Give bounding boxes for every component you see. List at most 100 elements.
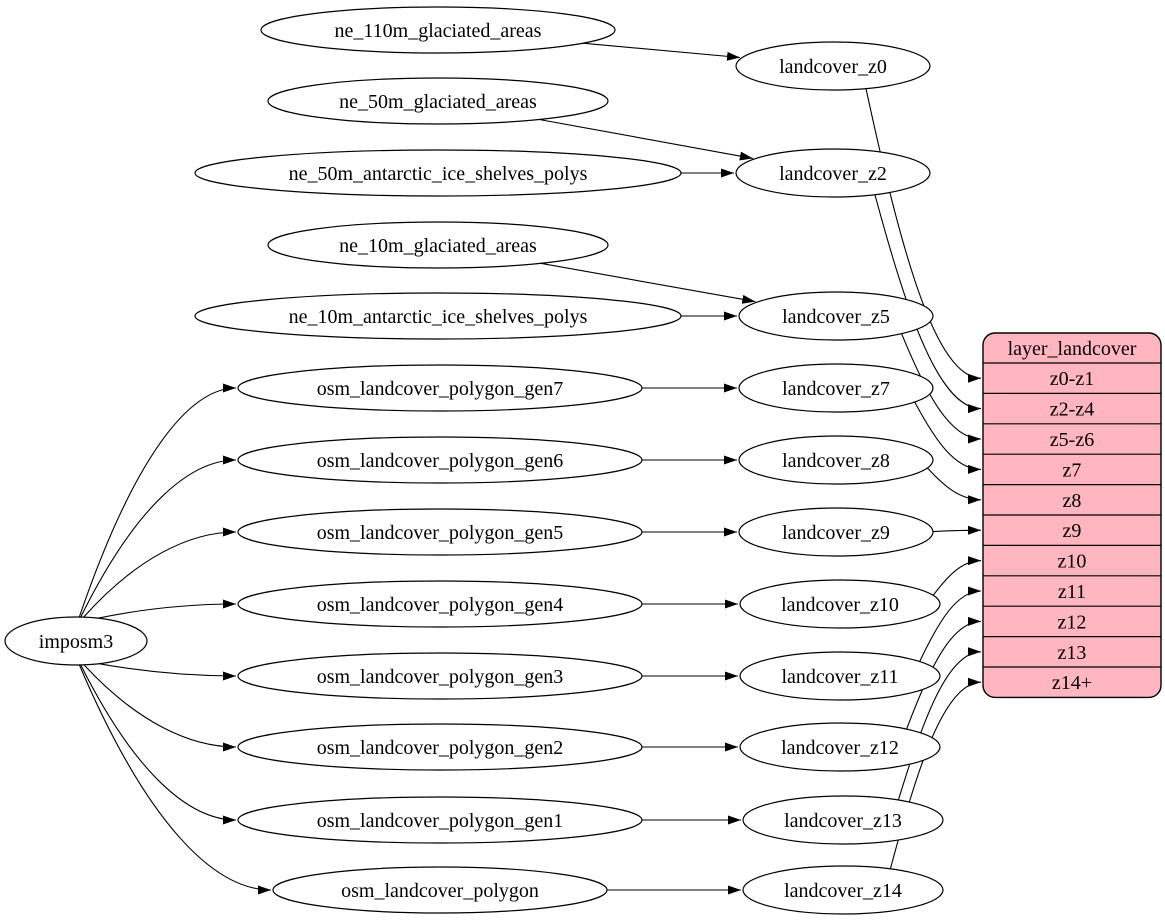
node-landcover_z5-shape: [738, 291, 934, 341]
node-ne_50m_antarctic_ice_shelves_polys-label: ne_50m_antarctic_ice_shelves_polys: [289, 163, 588, 185]
node-landcover_z7-shape: [738, 363, 934, 413]
node-osm_landcover_polygon_gen1-label: osm_landcover_polygon_gen1: [317, 810, 564, 832]
node-ne_10m_antarctic_ice_shelves_polys-label: ne_10m_antarctic_ice_shelves_polys: [289, 306, 588, 328]
node-osm_landcover_polygon_gen2: osm_landcover_polygon_gen2: [237, 723, 643, 771]
node-landcover_z13-label: landcover_z13: [784, 810, 902, 832]
node-ne_50m_glaciated_areas-label: ne_50m_glaciated_areas: [339, 91, 537, 113]
node-landcover_z12-shape: [739, 722, 941, 772]
edge-landcover_z10-to-layer_landcover-z10: [932, 556, 982, 596]
node-osm_landcover_polygon_gen6-shape: [237, 436, 643, 484]
node-imposm3-shape: [4, 616, 148, 666]
edge-imposm3-to-osm_landcover_polygon_gen7: [78, 383, 237, 618]
node-landcover_z8-shape: [738, 435, 934, 485]
edge-imposm3-to-osm_landcover_polygon: [78, 664, 272, 895]
node-osm_landcover_polygon_gen3: osm_landcover_polygon_gen3: [237, 652, 643, 700]
node-osm_landcover_polygon_gen5: osm_landcover_polygon_gen5: [237, 508, 643, 556]
node-osm_landcover_polygon: osm_landcover_polygon: [272, 866, 608, 914]
table-row-z13-label: z13: [1058, 642, 1087, 664]
edge-imposm3-to-osm_landcover_polygon_gen6: [80, 455, 237, 618]
node-ne_50m_glaciated_areas: ne_50m_glaciated_areas: [267, 77, 609, 125]
table-row-z14+-label: z14+: [1052, 672, 1092, 694]
node-ne_50m_glaciated_areas-shape: [267, 77, 609, 125]
node-osm_landcover_polygon_gen7: osm_landcover_polygon_gen7: [237, 364, 643, 412]
edge-landcover_z14-to-layer_landcover-z14+: [889, 677, 982, 870]
edges-layer: [78, 42, 982, 895]
edge-imposm3-to-osm_landcover_polygon_gen1: [80, 664, 237, 825]
node-landcover_z2: landcover_z2: [735, 148, 931, 198]
node-landcover_z9-shape: [738, 507, 934, 557]
node-landcover_z13: landcover_z13: [742, 795, 944, 845]
table-row-z10-label: z10: [1058, 551, 1087, 573]
edge-landcover_z8-to-layer_landcover-z8: [927, 467, 982, 505]
node-osm_landcover_polygon_gen2-label: osm_landcover_polygon_gen2: [317, 737, 564, 759]
node-landcover_z7-label: landcover_z7: [782, 378, 890, 400]
edge-ne_10m_glaciated_areas-to-landcover_z5: [540, 262, 756, 304]
node-imposm3-label: imposm3: [39, 631, 113, 653]
node-landcover_z8: landcover_z8: [738, 435, 934, 485]
node-ne_110m_glaciated_areas-shape: [260, 6, 616, 54]
node-landcover_z11-shape: [739, 651, 941, 701]
node-ne_10m_glaciated_areas-shape: [267, 221, 609, 269]
edge-landcover_z13-to-layer_landcover-z13: [897, 647, 982, 801]
node-ne_50m_antarctic_ice_shelves_polys: ne_50m_antarctic_ice_shelves_polys: [194, 149, 682, 197]
node-landcover_z10: landcover_z10: [739, 579, 941, 629]
table-layer: layer_landcoverz0-z1z2-z4z5-z6z7z8z9z10z…: [982, 332, 1162, 699]
node-landcover_z12: landcover_z12: [739, 722, 941, 772]
node-ne_110m_glaciated_areas: ne_110m_glaciated_areas: [260, 6, 616, 54]
node-landcover_z10-label: landcover_z10: [781, 594, 899, 616]
node-landcover_z9: landcover_z9: [738, 507, 934, 557]
node-landcover_z8-label: landcover_z8: [782, 450, 890, 472]
node-landcover_z5-label: landcover_z5: [782, 306, 890, 328]
table-row-z8-label: z8: [1063, 490, 1082, 512]
node-osm_landcover_polygon_gen6-label: osm_landcover_polygon_gen6: [317, 450, 564, 472]
node-landcover_z12-label: landcover_z12: [781, 737, 899, 759]
node-landcover_z7: landcover_z7: [738, 363, 934, 413]
node-ne_10m_glaciated_areas-label: ne_10m_glaciated_areas: [339, 235, 537, 257]
node-landcover_z14-label: landcover_z14: [784, 880, 902, 902]
edge-landcover_z11-to-layer_landcover-z11: [919, 586, 982, 662]
node-landcover_z11: landcover_z11: [739, 651, 941, 701]
node-osm_landcover_polygon_gen6: osm_landcover_polygon_gen6: [237, 436, 643, 484]
node-osm_landcover_polygon_gen4-label: osm_landcover_polygon_gen4: [317, 594, 564, 616]
node-imposm3: imposm3: [4, 616, 148, 666]
node-landcover_z0-shape: [735, 41, 931, 91]
node-landcover_z13-shape: [742, 795, 944, 845]
node-osm_landcover_polygon_gen3-shape: [237, 652, 643, 700]
edge-ne_50m_glaciated_areas-to-landcover_z2: [539, 118, 753, 161]
node-landcover_z2-label: landcover_z2: [779, 163, 887, 185]
node-osm_landcover_polygon_gen1: osm_landcover_polygon_gen1: [237, 796, 643, 844]
table-row-z12-label: z12: [1058, 611, 1087, 633]
node-ne_10m_antarctic_ice_shelves_polys: ne_10m_antarctic_ice_shelves_polys: [194, 292, 682, 340]
node-landcover_z14: landcover_z14: [742, 865, 944, 915]
node-osm_landcover_polygon-label: osm_landcover_polygon: [341, 880, 539, 902]
table-row-z11-label: z11: [1058, 581, 1086, 603]
node-ne_10m_antarctic_ice_shelves_polys-shape: [194, 292, 682, 340]
table-row-z9-label: z9: [1063, 520, 1082, 542]
node-osm_landcover_polygon_gen5-label: osm_landcover_polygon_gen5: [317, 522, 564, 544]
edge-landcover_z2-to-layer_landcover-z2-z4: [874, 194, 982, 414]
edge-ne_110m_glaciated_areas-to-landcover_z0: [582, 42, 741, 61]
node-landcover_z14-shape: [742, 865, 944, 915]
table-row-z5-z6-label: z5-z6: [1050, 429, 1094, 451]
node-osm_landcover_polygon_gen5-shape: [237, 508, 643, 556]
node-landcover_z10-shape: [739, 579, 941, 629]
edge-imposm3-to-osm_landcover_polygon_gen3: [98, 663, 237, 681]
node-osm_landcover_polygon_gen4-shape: [237, 580, 643, 628]
edge-landcover_z9-to-layer_landcover-z9: [932, 525, 982, 535]
table-layer_landcover-title: layer_landcover: [1008, 338, 1137, 360]
edge-landcover_z7-to-layer_landcover-z7: [914, 401, 982, 474]
node-osm_landcover_polygon_gen7-label: osm_landcover_polygon_gen7: [317, 378, 564, 400]
edge-imposm3-to-osm_landcover_polygon_gen2: [83, 664, 237, 752]
node-osm_landcover_polygon_gen7-shape: [237, 364, 643, 412]
table-layer_landcover: layer_landcoverz0-z1z2-z4z5-z6z7z8z9z10z…: [982, 332, 1162, 699]
edge-landcover_z0-to-layer_landcover-z0-z1: [865, 88, 982, 383]
node-osm_landcover_polygon_gen3-label: osm_landcover_polygon_gen3: [317, 666, 564, 688]
edge-landcover_z12-to-layer_landcover-z12: [906, 616, 982, 730]
node-ne_10m_glaciated_areas: ne_10m_glaciated_areas: [267, 221, 609, 269]
node-landcover_z0: landcover_z0: [735, 41, 931, 91]
node-osm_landcover_polygon_gen4: osm_landcover_polygon_gen4: [237, 580, 643, 628]
table-row-z0-z1-label: z0-z1: [1050, 368, 1094, 390]
node-ne_110m_glaciated_areas-label: ne_110m_glaciated_areas: [335, 20, 542, 42]
